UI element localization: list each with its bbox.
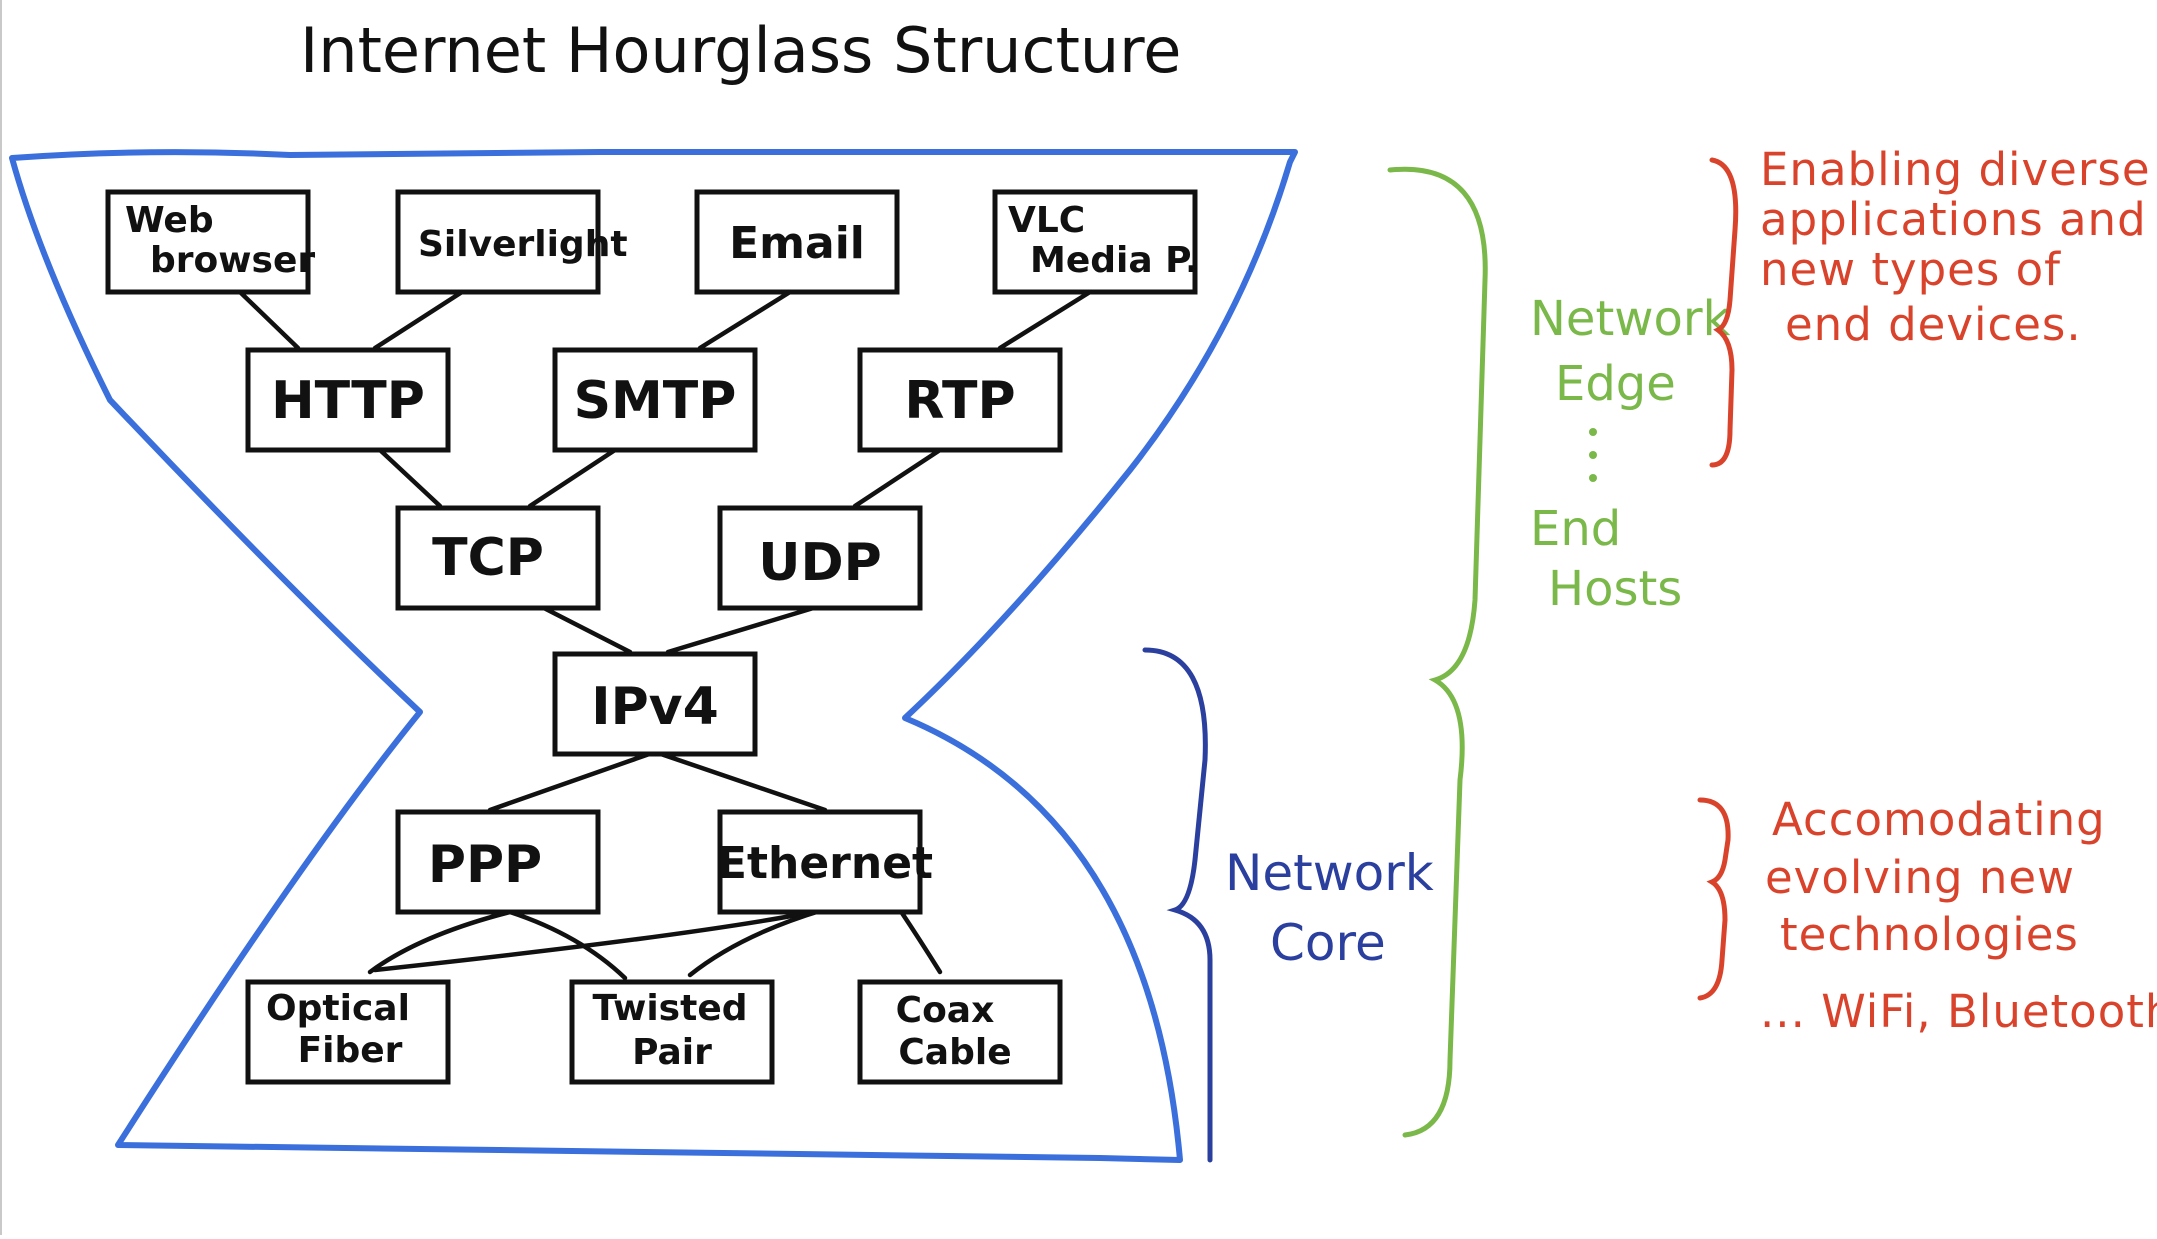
diverse-apps-note-line2: applications and — [1760, 193, 2147, 246]
smtp-box — [552, 347, 758, 453]
diverse-apps-note-line3: new types of — [1760, 243, 2061, 296]
network-layer: IPv4 — [552, 651, 758, 757]
diverse-apps-note-line4: end devices. — [1785, 298, 2082, 351]
twisted-pair-label-line1: Twisted — [592, 988, 747, 1029]
app-protocol-layer: HTTP SMTP RTP — [245, 347, 1063, 453]
web-browser-label-line2: browser — [150, 240, 315, 281]
edge-dot-2 — [1589, 451, 1597, 459]
new-tech-note-line4: ... WiFi, Bluetooth — [1760, 985, 2157, 1038]
network-core-label-line2: Core — [1270, 914, 1386, 972]
diverse-apps-note-line1: Enabling diverse — [1760, 143, 2151, 196]
vlc-label-line2: Media P. — [1030, 240, 1199, 281]
end-hosts-label-line2: Hosts — [1548, 561, 1682, 617]
new-tech-bracket — [1697, 797, 1731, 1001]
end-hosts-label-line1: End — [1530, 501, 1621, 557]
optical-fiber-label-line2: Fiber — [298, 1030, 403, 1071]
ethernet-box — [717, 809, 923, 915]
http-label: HTTP — [271, 371, 425, 431]
ipv4-box — [552, 651, 758, 757]
layer-connectors — [237, 289, 1093, 981]
coax-cable-box — [857, 979, 1063, 1085]
rtp-box — [857, 347, 1063, 453]
optical-fiber-box — [245, 979, 451, 1085]
coax-cable-label-line1: Coax — [896, 990, 995, 1031]
email-box — [694, 189, 900, 295]
email-label: Email — [729, 218, 865, 269]
vlc-media-player-box — [992, 189, 1198, 295]
network-edge-label-line2: Edge — [1555, 356, 1676, 412]
ppp-box — [395, 809, 601, 915]
network-core-bracket — [1142, 647, 1213, 1163]
new-tech-note-line3: technologies — [1780, 908, 2079, 961]
network-edge-label-line1: Network — [1530, 291, 1731, 347]
edge-dot-1 — [1589, 428, 1597, 436]
smtp-label: SMTP — [574, 371, 737, 431]
network-core-label-line1: Network — [1225, 844, 1434, 902]
http-box — [245, 347, 451, 453]
hourglass-outline — [9, 149, 1298, 1163]
silverlight-label: Silverlight — [418, 224, 628, 265]
rtp-label: RTP — [904, 371, 1015, 431]
twisted-pair-box — [569, 979, 775, 1085]
application-layer: Web browser Silverlight Email VLC Media … — [105, 189, 1199, 295]
optical-fiber-label-line1: Optical — [266, 988, 410, 1029]
new-tech-note-line2: evolving new — [1765, 851, 2075, 904]
diverse-apps-bracket — [1709, 157, 1739, 468]
tcp-label: TCP — [432, 528, 544, 588]
link-layer: PPP Ethernet — [395, 809, 933, 915]
ipv4-label: IPv4 — [591, 677, 719, 737]
web-browser-box — [105, 189, 311, 295]
web-browser-label-line1: Web — [125, 200, 214, 241]
network-edge-bracket — [1387, 166, 1488, 1138]
twisted-pair-label-line2: Pair — [632, 1032, 712, 1073]
ppp-label: PPP — [428, 835, 542, 895]
diagram-title: Internet Hourglass Structure — [300, 14, 1181, 87]
vlc-label-line1: VLC — [1008, 200, 1085, 241]
new-tech-note-line1: Accomodating — [1772, 793, 2106, 846]
udp-label: UDP — [758, 533, 882, 593]
transport-layer: TCP UDP — [395, 505, 923, 611]
edge-dot-3 — [1589, 474, 1597, 482]
physical-layer: Optical Fiber Twisted Pair Coax Cable — [245, 979, 1063, 1085]
page-left-border — [0, 0, 2, 1235]
ethernet-label: Ethernet — [717, 838, 933, 889]
coax-cable-label-line2: Cable — [898, 1032, 1011, 1073]
tcp-box — [395, 505, 601, 611]
silverlight-box — [395, 189, 601, 295]
udp-box — [717, 505, 923, 611]
